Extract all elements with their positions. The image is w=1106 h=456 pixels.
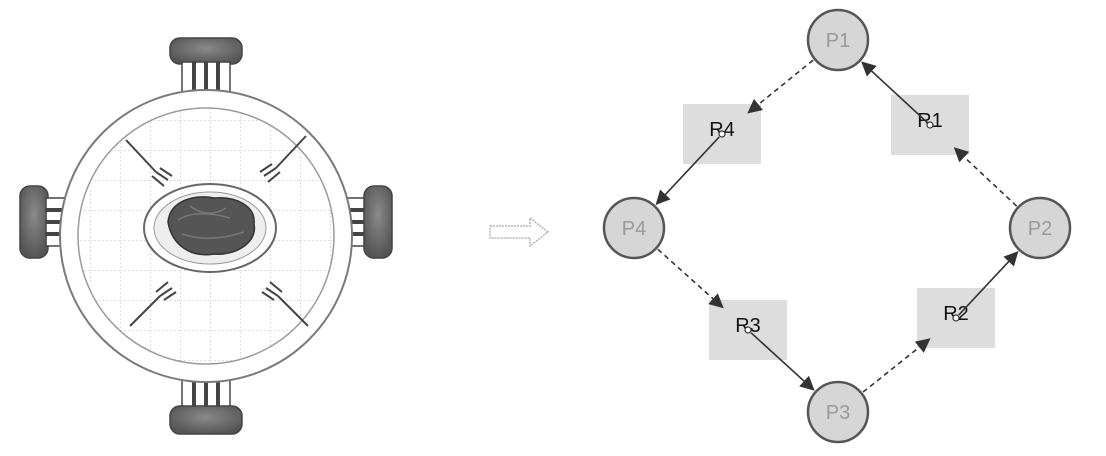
process-p2: P2 <box>1008 196 1072 260</box>
edge-p1-to-r4 <box>747 59 814 114</box>
edge-p4-to-r3 <box>657 248 724 309</box>
process-label: P1 <box>826 30 850 52</box>
edge-r3-to-p3 <box>750 332 815 391</box>
edge-p3-to-r2 <box>862 338 931 393</box>
fork-top-left <box>125 139 173 187</box>
resource-instance-dot <box>926 121 934 129</box>
process-p1: P1 <box>806 8 870 72</box>
edge-r1-to-p1 <box>861 61 928 123</box>
process-circle <box>806 380 870 444</box>
process-p4: P4 <box>602 196 666 260</box>
transform-arrow-icon <box>489 216 550 248</box>
fork-bottom-left <box>129 281 177 327</box>
process-circle <box>1008 196 1072 260</box>
food <box>167 196 256 256</box>
process-circle <box>806 8 870 72</box>
resource-r2: R2 <box>917 288 995 348</box>
resource-label: R4 <box>709 119 735 141</box>
edge-p2-to-r1 <box>953 147 1018 207</box>
resource-instance-dot <box>952 314 960 322</box>
process-label: P4 <box>622 218 646 240</box>
process-circle <box>602 196 666 260</box>
resource-label: R1 <box>917 110 943 132</box>
fork-bottom-right <box>261 281 309 327</box>
edge-r4-to-p4 <box>655 136 720 205</box>
graph-edges <box>655 59 1019 393</box>
edge-r2-to-p2 <box>958 251 1019 316</box>
process-p3: P3 <box>806 380 870 444</box>
resource-label: R2 <box>943 303 969 325</box>
resource-instance-dot <box>718 130 726 138</box>
dining-table-scene <box>19 37 393 435</box>
resource-label: R3 <box>735 315 761 337</box>
process-label: P3 <box>826 402 850 424</box>
fork-top-right <box>259 135 307 183</box>
resource-instance-dot <box>744 326 752 334</box>
process-label: P2 <box>1028 218 1052 240</box>
